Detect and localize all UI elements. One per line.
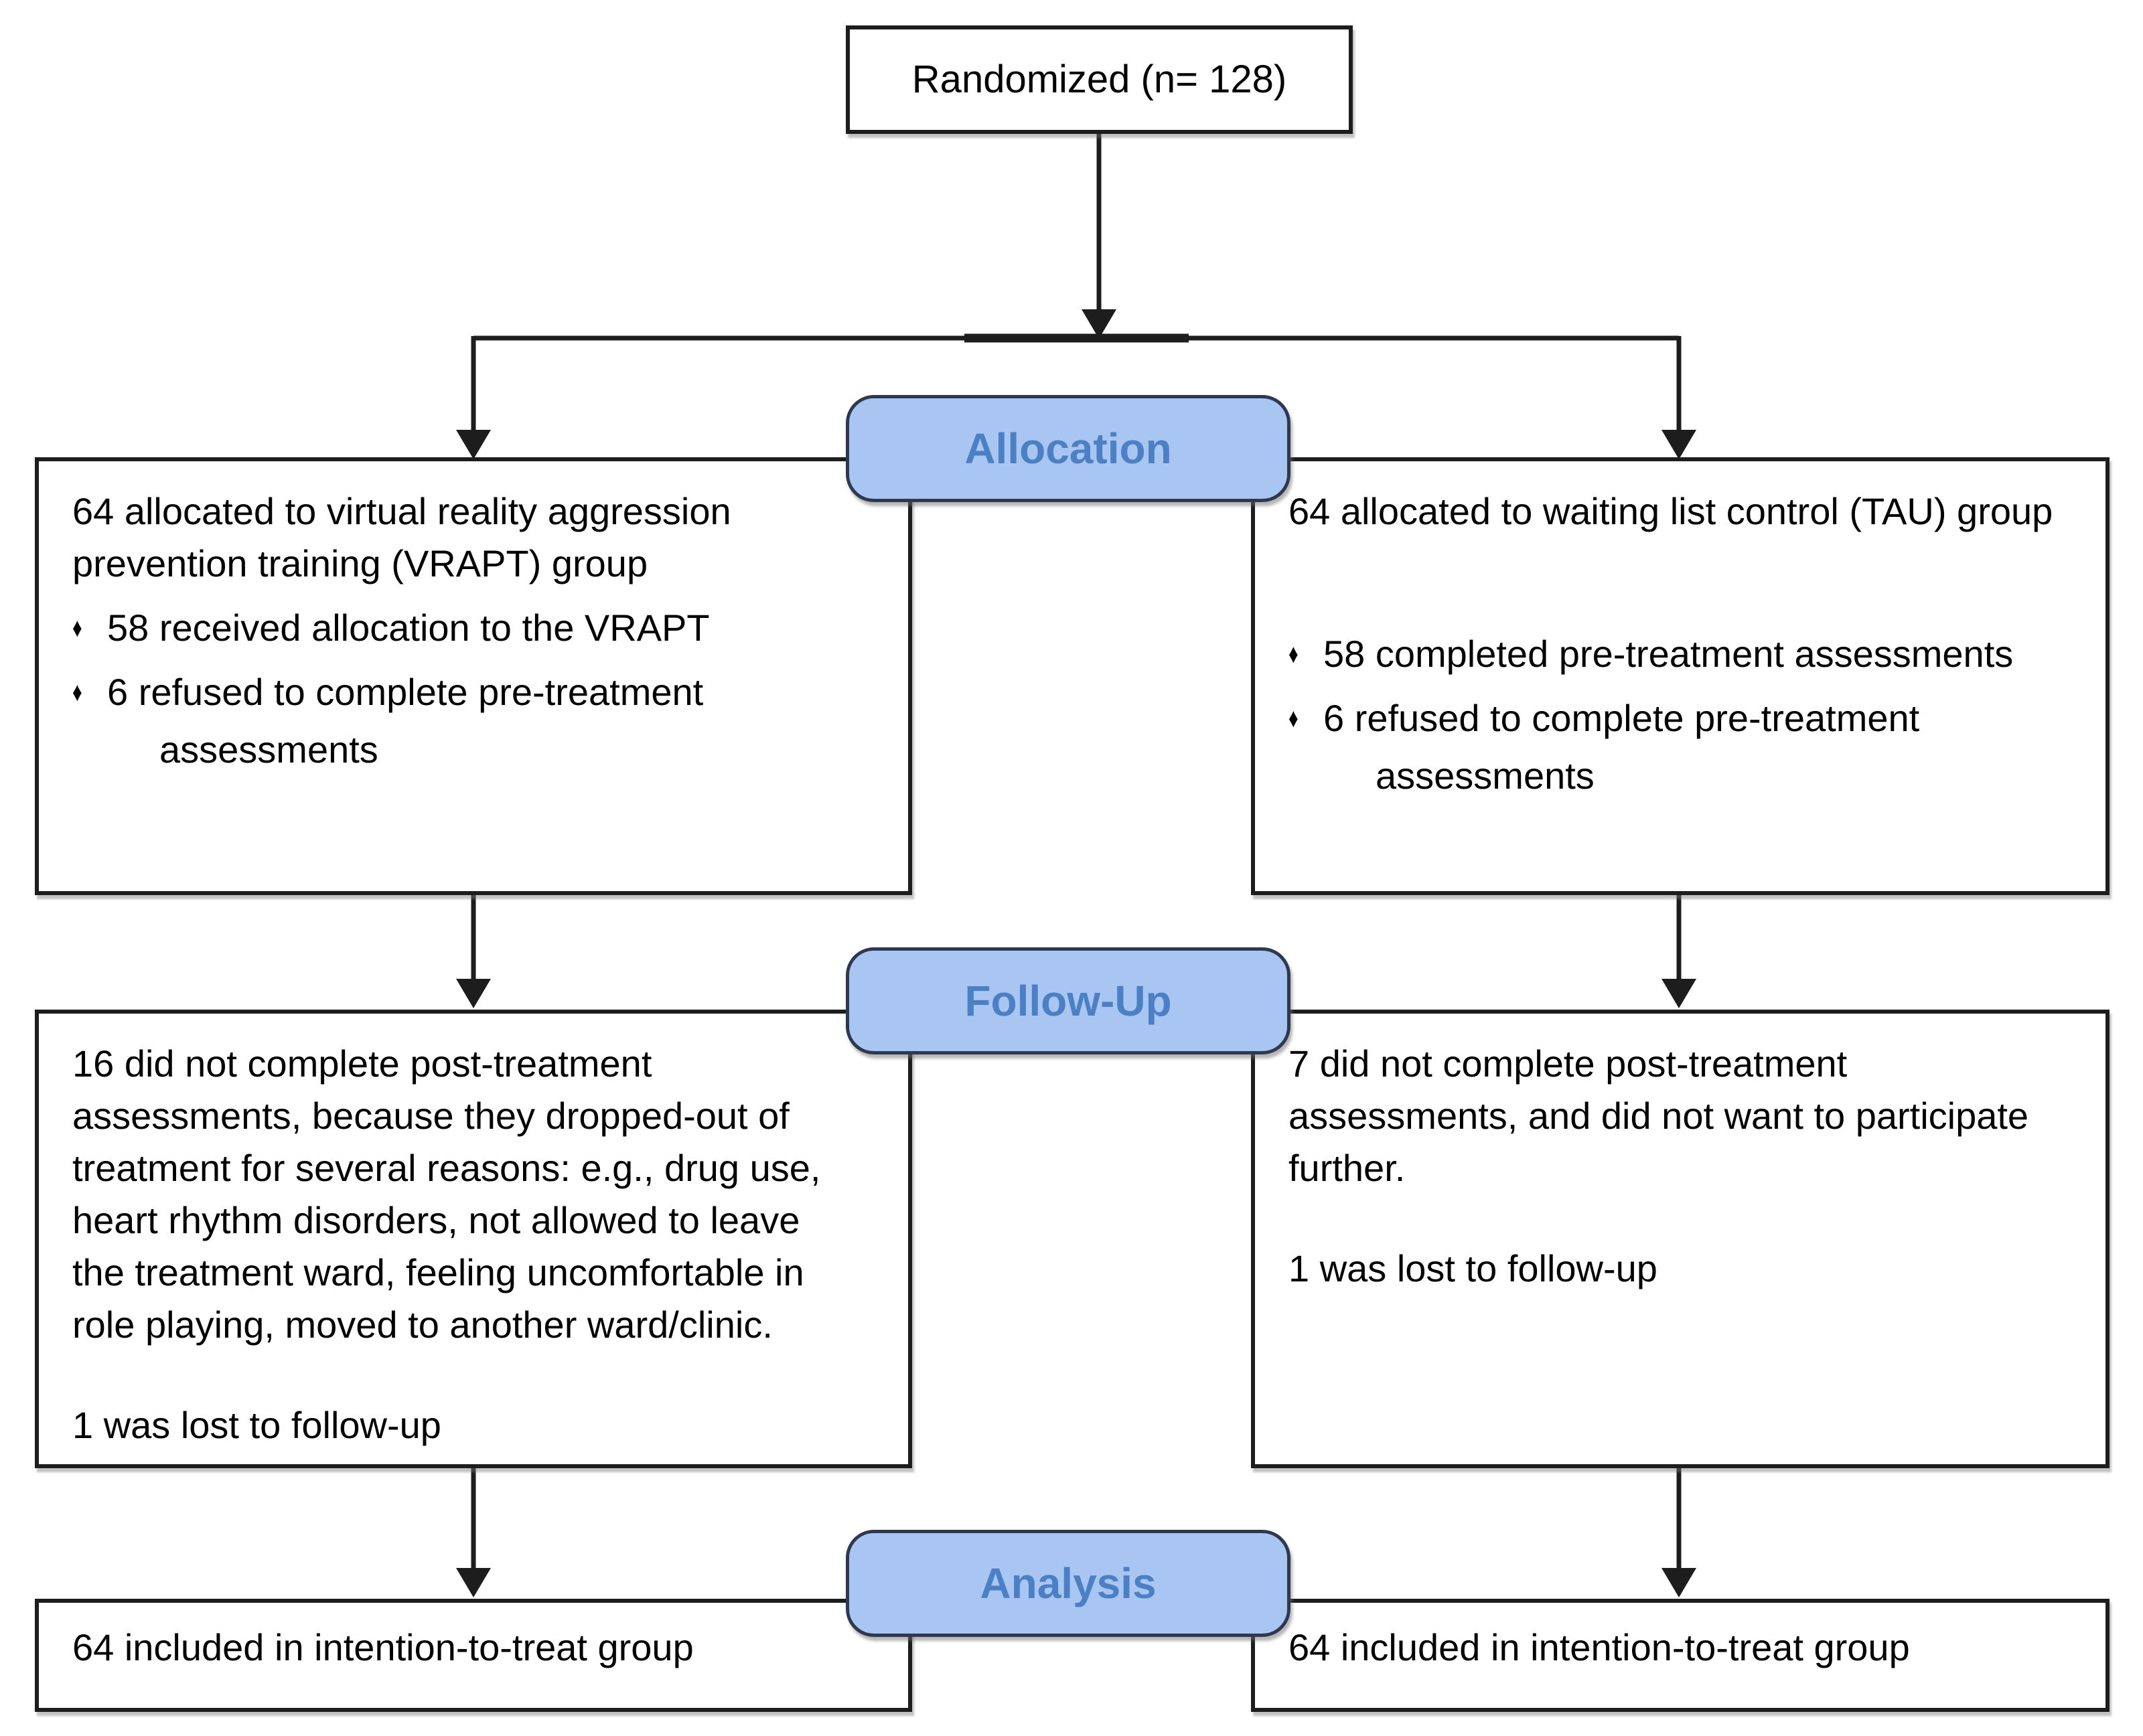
allocation-stage-label: Allocation xyxy=(846,395,1290,502)
diamond-bullet-icon: ♦ xyxy=(1288,704,1299,733)
analysis-text: 64 included in intention-to-treat group xyxy=(1288,1626,1910,1668)
analysis-tau-box: 64 included in intention-to-treat group xyxy=(1251,1599,2110,1712)
para-line: the treatment ward, feeling uncomfortabl… xyxy=(72,1251,804,1293)
allocation-stage-label-text: Allocation xyxy=(964,424,1172,473)
diamond-bullet-icon: ♦ xyxy=(1288,639,1299,669)
followup-stage-label-text: Follow-Up xyxy=(964,977,1172,1025)
bullet-text: 6 refused to complete pre-treatment xyxy=(107,671,704,713)
analysis-text: 64 included in intention-to-treat group xyxy=(72,1626,694,1668)
para-line: assessments, because they dropped-out of xyxy=(72,1095,790,1137)
para-line: 7 did not complete post-treatment xyxy=(1288,1042,1848,1085)
bullet-item: ♦ 58 completed pre-treatment assessments xyxy=(1288,628,2079,680)
analysis-stage-label-text: Analysis xyxy=(980,1559,1157,1607)
para-line: further. xyxy=(1288,1147,1406,1189)
diamond-bullet-icon: ♦ xyxy=(72,678,82,707)
followup-stage-label: Follow-Up xyxy=(846,947,1290,1054)
bullet-text: 58 completed pre-treatment assessments xyxy=(1323,633,2014,675)
para-line: assessments, and did not want to partici… xyxy=(1288,1095,2029,1137)
bullet-continuation: assessments xyxy=(159,728,378,771)
para-line: heart rhythm disorders, not allowed to l… xyxy=(72,1199,800,1241)
bullet-item: ♦ 6 refused to complete pre-treatment xyxy=(1288,692,2079,744)
para-line: 16 did not complete post-treatment xyxy=(72,1042,652,1085)
analysis-stage-label: Analysis xyxy=(846,1530,1290,1637)
bullet-text: 58 received allocation to the VRAPT xyxy=(107,607,710,649)
allocation-vrapt-box: 64 allocated to virtual reality aggressi… xyxy=(35,457,912,895)
arrowhead-allocation-left xyxy=(456,430,491,459)
lost-to-followup-note: 1 was lost to follow-up xyxy=(72,1404,441,1446)
intro-line: 64 allocated to virtual reality aggressi… xyxy=(72,490,731,532)
bullet-item: ♦ 6 refused to complete pre-treatment xyxy=(72,666,881,718)
intro-line: prevention training (VRAPT) group xyxy=(72,542,648,584)
arrowhead-followup-right xyxy=(1661,979,1696,1008)
arrowhead-analysis-right xyxy=(1661,1568,1696,1597)
arrowhead-allocation-right xyxy=(1661,430,1696,459)
para-line: role playing, moved to another ward/clin… xyxy=(72,1304,773,1346)
intro-line: 64 allocated to waiting list control (TA… xyxy=(1288,490,2053,532)
followup-vrapt-box: 16 did not complete post-treatment asses… xyxy=(35,1010,912,1468)
para-line: treatment for several reasons: e.g., dru… xyxy=(72,1147,821,1189)
arrowhead-randomized xyxy=(1082,309,1116,339)
arrowhead-analysis-left xyxy=(456,1568,491,1597)
bullet-continuation: assessments xyxy=(1376,755,1595,797)
arrowhead-followup-left xyxy=(456,979,491,1008)
followup-tau-box: 7 did not complete post-treatment assess… xyxy=(1251,1010,2110,1468)
analysis-vrapt-box: 64 included in intention-to-treat group xyxy=(35,1599,912,1712)
randomized-box: Randomized (n= 128) xyxy=(846,25,1353,134)
allocation-tau-box: 64 allocated to waiting list control (TA… xyxy=(1251,457,2110,895)
randomized-text: Randomized (n= 128) xyxy=(911,58,1287,101)
diamond-bullet-icon: ♦ xyxy=(72,613,82,643)
lost-to-followup-note: 1 was lost to follow-up xyxy=(1288,1247,1657,1289)
bullet-text: 6 refused to complete pre-treatment xyxy=(1323,697,1920,739)
bullet-item: ♦ 58 received allocation to the VRAPT xyxy=(72,602,881,654)
